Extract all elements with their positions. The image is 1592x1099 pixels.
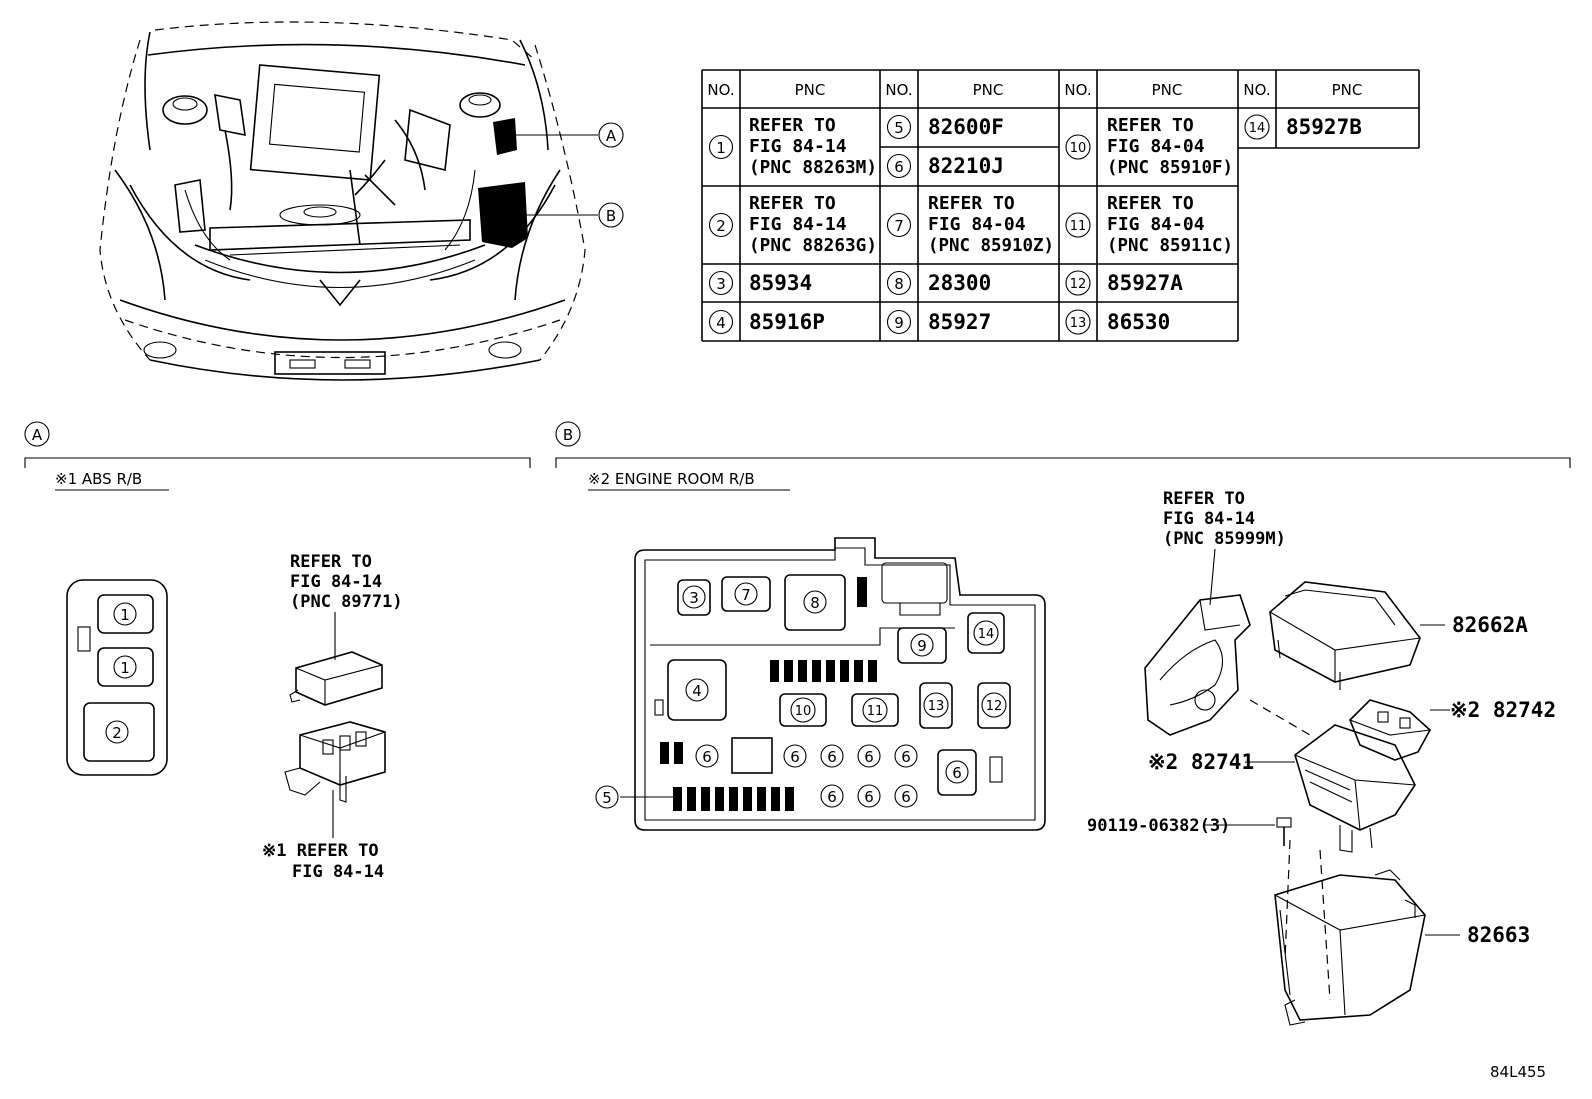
fuse-box-number: 6 (864, 788, 874, 806)
table-no: 12 (1070, 277, 1087, 292)
bracket-ref: FIG 84-14 (1163, 509, 1255, 529)
abs-base-ref: FIG 84-14 (292, 862, 384, 882)
relay-number: 2 (112, 724, 122, 742)
part-82741: ※2 82741 (1148, 750, 1254, 774)
table-pnc: 85934 (749, 271, 812, 295)
abs-cover-ref: (PNC 89771) (290, 592, 403, 612)
table-no: 13 (1070, 316, 1087, 331)
table-header-no: NO. (1243, 81, 1270, 99)
table-pnc-line: (PNC 85911C) (1107, 235, 1233, 256)
table-no: 4 (716, 314, 726, 332)
fuse-box-number: 11 (867, 704, 884, 719)
section-a-title: ※1 ABS R/B (55, 470, 142, 488)
table-header-pnc: PNC (1152, 81, 1183, 99)
fuse-box-number: 5 (602, 789, 612, 807)
table-header-no: NO. (885, 81, 912, 99)
fuse-box-number: 7 (741, 586, 751, 604)
fuse-box-number: 4 (692, 682, 702, 700)
section-a-letter: A (32, 426, 43, 444)
abs-base-ref: ※1 REFER TO (262, 841, 379, 861)
fuse-box-number: 6 (901, 748, 911, 766)
table-pnc: 85916P (749, 310, 825, 334)
table-pnc-line: (PNC 85910F) (1107, 157, 1233, 178)
figure-code: 84L455 (1490, 1063, 1546, 1081)
table-pnc-line: (PNC 85910Z) (928, 235, 1054, 256)
fuse-box-number: 6 (864, 748, 874, 766)
fuse-box-number: 6 (952, 764, 962, 782)
table-pnc-line: FIG 84-04 (1107, 214, 1205, 235)
table-no: 10 (1070, 141, 1087, 156)
abs-cover-ref: REFER TO (290, 552, 372, 572)
bracket-ref: REFER TO (1163, 489, 1245, 509)
table-header-no: NO. (707, 81, 734, 99)
fuse-box-number: 6 (702, 748, 712, 766)
fuse-box-number: 8 (810, 594, 820, 612)
fuse-box-number: 3 (689, 589, 699, 607)
table-pnc: 85927B (1286, 115, 1362, 139)
table-pnc: 82210J (928, 154, 1004, 178)
table-pnc-line: (PNC 88263G) (749, 235, 877, 256)
table-pnc: 85927A (1107, 271, 1183, 295)
fuse-box-number: 12 (986, 699, 1003, 714)
table-no: 6 (894, 158, 904, 176)
fuse-box-number: 13 (928, 699, 945, 714)
relay-number: 1 (120, 606, 130, 624)
table-pnc-line: (PNC 88263M) (749, 157, 877, 178)
fuse-box-number: 6 (827, 788, 837, 806)
fuse-box-number: 6 (827, 748, 837, 766)
table-pnc: 28300 (928, 271, 991, 295)
table-pnc-line: FIG 84-14 (749, 136, 847, 157)
car-engine-overview: A B (99, 21, 624, 381)
table-pnc-line: FIG 84-14 (749, 214, 847, 235)
relay-number: 1 (120, 659, 130, 677)
callout-b-label: B (606, 207, 616, 225)
table-pnc-line: REFER TO (749, 115, 836, 136)
part-82662a: 82662A (1452, 613, 1528, 637)
table-header-no: NO. (1064, 81, 1091, 99)
table-header-pnc: PNC (1332, 81, 1363, 99)
table-pnc-line: FIG 84-04 (1107, 136, 1205, 157)
fuse-box-number: 14 (978, 627, 995, 642)
table-header-pnc: PNC (973, 81, 1004, 99)
pnc-table: NO. PNC NO. PNC NO. PNC NO. PNC 1 2 3 4 … (701, 69, 1420, 342)
table-no: 3 (716, 275, 726, 293)
table-no: 9 (894, 314, 904, 332)
table-pnc-line: REFER TO (1107, 193, 1194, 214)
table-no: 11 (1070, 219, 1087, 234)
bolt-part: 90119-06382(3) (1087, 816, 1230, 836)
part-82742: ※2 82742 (1450, 698, 1556, 722)
table-pnc: 85927 (928, 310, 991, 334)
table-pnc-line: REFER TO (928, 193, 1015, 214)
table-no: 8 (894, 275, 904, 293)
table-pnc: 82600F (928, 115, 1004, 139)
abs-cover-ref: FIG 84-14 (290, 572, 382, 592)
table-no: 5 (894, 119, 904, 137)
table-pnc-line: REFER TO (1107, 115, 1194, 136)
fuse-box-number: 10 (795, 704, 812, 719)
fuse-box-number: 9 (917, 637, 927, 655)
table-no: 14 (1249, 121, 1266, 136)
section-b-title: ※2 ENGINE ROOM R/B (588, 470, 755, 488)
section-b-letter: B (563, 426, 573, 444)
fuse-box-number: 6 (901, 788, 911, 806)
bracket-ref: (PNC 85999M) (1163, 529, 1286, 549)
table-pnc-line: REFER TO (749, 193, 836, 214)
table-header-pnc: PNC (795, 81, 826, 99)
part-82663: 82663 (1467, 923, 1530, 947)
table-pnc: 86530 (1107, 310, 1170, 334)
table-no: 2 (716, 217, 726, 235)
table-no: 1 (716, 139, 726, 157)
table-pnc-line: FIG 84-04 (928, 214, 1026, 235)
callout-a-label: A (606, 127, 617, 145)
section-a: A ※1 ABS R/B 1 1 2 REFER TO FIG 84-14 (P… (24, 421, 531, 882)
section-b: B ※2 ENGINE ROOM R/B 3 7 8 9 14 4 (555, 421, 1571, 1026)
table-no: 7 (894, 217, 904, 235)
fuse-box-number: 6 (790, 748, 800, 766)
